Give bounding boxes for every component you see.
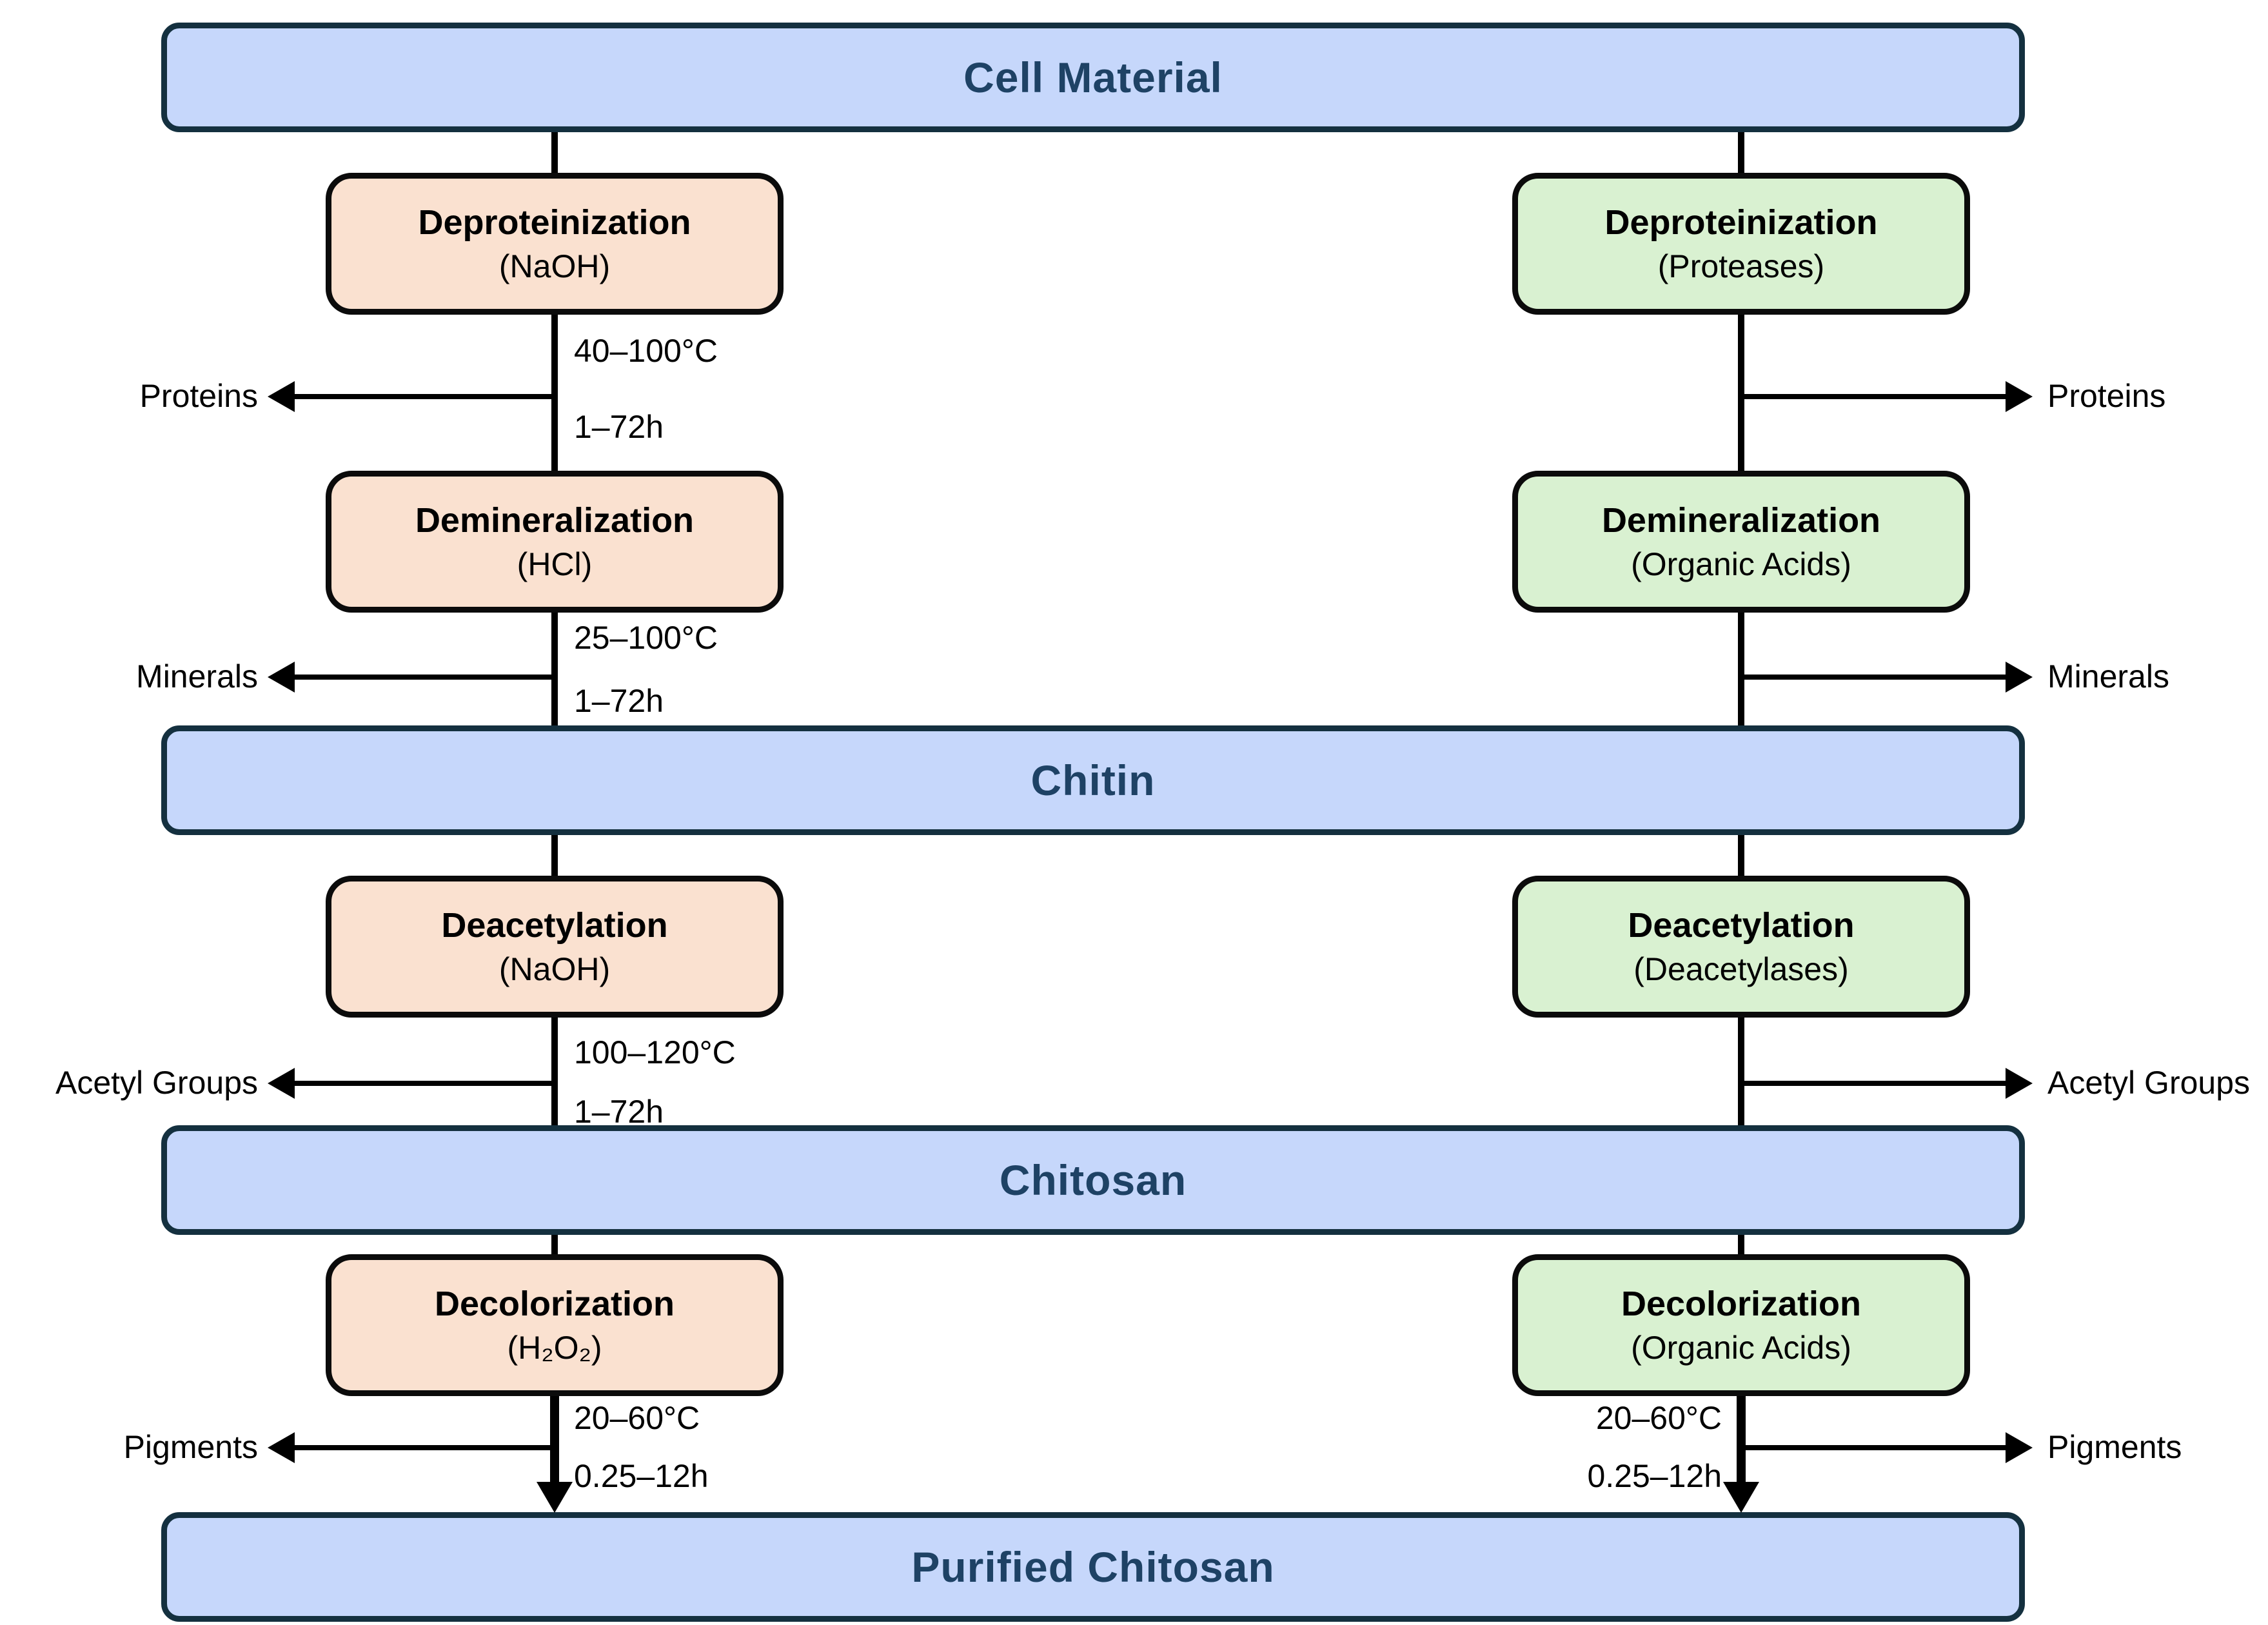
box-title: Deacetylation — [1628, 906, 1855, 945]
box-right-deacetylation: Deacetylation (Deacetylases) — [1512, 876, 1970, 1018]
box-left-deacetylation: Deacetylation (NaOH) — [326, 876, 784, 1018]
box-title: Demineralization — [1601, 501, 1881, 540]
box-right-demineralization: Demineralization (Organic Acids) — [1512, 471, 1970, 613]
arrowhead-left-icon — [268, 1432, 295, 1463]
connector-left-7 — [550, 1396, 559, 1486]
connector-left-5 — [551, 1018, 558, 1125]
byproduct-arrow-proteins — [293, 394, 558, 399]
time-label: 0.25–12h — [1587, 1458, 1722, 1494]
time-label: 1–72h — [574, 1094, 664, 1130]
box-left-deproteinization: Deproteinization (NaOH) — [326, 173, 784, 315]
byproduct-arrow-pigments — [293, 1445, 558, 1450]
banner-chitosan: Chitosan — [161, 1125, 2025, 1235]
banner-cell-material: Cell Material — [161, 23, 2025, 132]
box-right-decolorization: Decolorization (Organic Acids) — [1512, 1254, 1970, 1396]
byproduct-arrow-minerals — [1741, 675, 2006, 680]
banner-purified-chitosan: Purified Chitosan — [161, 1512, 2025, 1622]
arrowhead-left-icon — [268, 662, 295, 693]
box-reagent: (NaOH) — [498, 248, 611, 284]
connector-right-5 — [1738, 1018, 1744, 1125]
byproduct-label: Minerals — [136, 658, 258, 694]
box-reagent: (Organic Acids) — [1631, 1330, 1851, 1366]
box-right-deproteinization: Deproteinization (Proteases) — [1512, 173, 1970, 315]
arrowhead-left-icon — [268, 381, 295, 412]
box-title: Decolorization — [434, 1285, 675, 1323]
arrowhead-right-icon — [2006, 1432, 2033, 1463]
byproduct-label: Proteins — [2047, 378, 2166, 414]
temp-label: 20–60°C — [574, 1400, 700, 1436]
connector-left-6 — [551, 1235, 558, 1254]
byproduct-arrow-proteins — [1741, 394, 2006, 399]
connector-left-4 — [551, 835, 558, 876]
box-title: Decolorization — [1621, 1285, 1862, 1323]
connector-left-2 — [551, 315, 558, 471]
box-title: Deacetylation — [441, 906, 668, 945]
box-title: Deproteinization — [418, 203, 691, 242]
arrowhead-down-icon — [537, 1482, 573, 1513]
byproduct-label: Acetyl Groups — [2047, 1065, 2251, 1101]
time-label: 1–72h — [574, 683, 664, 719]
arrowhead-down-icon — [1723, 1482, 1759, 1513]
arrowhead-left-icon — [268, 1068, 295, 1099]
box-title: Deproteinization — [1604, 203, 1878, 242]
connector-right-2 — [1738, 315, 1744, 471]
temp-label: 20–60°C — [1595, 1400, 1722, 1436]
box-reagent: (Organic Acids) — [1631, 546, 1851, 582]
byproduct-label: Minerals — [2047, 658, 2169, 694]
box-title: Demineralization — [415, 501, 695, 540]
byproduct-label: Proteins — [139, 378, 258, 414]
connector-right-7 — [1737, 1396, 1746, 1486]
box-reagent: (H₂O₂) — [507, 1330, 602, 1366]
connector-left-3 — [551, 613, 558, 725]
box-left-decolorization: Decolorization (H₂O₂) — [326, 1254, 784, 1396]
byproduct-label: Pigments — [123, 1429, 258, 1465]
arrowhead-right-icon — [2006, 381, 2033, 412]
arrowhead-right-icon — [2006, 662, 2033, 693]
box-reagent: (Proteases) — [1657, 248, 1825, 284]
time-label: 0.25–12h — [574, 1458, 709, 1494]
connector-right-6 — [1738, 1235, 1744, 1254]
connector-right-4 — [1738, 835, 1744, 876]
box-reagent: (HCl) — [517, 546, 593, 582]
arrowhead-right-icon — [2006, 1068, 2033, 1099]
time-label: 1–72h — [574, 409, 664, 445]
box-reagent: (NaOH) — [498, 951, 611, 987]
temp-label: 100–120°C — [574, 1034, 736, 1070]
byproduct-arrow-acetyl — [1741, 1081, 2006, 1086]
connector-right-3 — [1738, 613, 1744, 725]
byproduct-label: Pigments — [2047, 1429, 2182, 1465]
byproduct-label: Acetyl Groups — [55, 1065, 258, 1101]
connector-right-1 — [1738, 132, 1744, 173]
temp-label: 25–100°C — [574, 620, 718, 656]
box-reagent: (Deacetylases) — [1633, 951, 1849, 987]
connector-left-1 — [551, 132, 558, 173]
banner-chitin: Chitin — [161, 725, 2025, 835]
box-left-demineralization: Demineralization (HCl) — [326, 471, 784, 613]
temp-label: 40–100°C — [574, 333, 718, 369]
byproduct-arrow-pigments — [1741, 1445, 2006, 1450]
byproduct-arrow-acetyl — [293, 1081, 558, 1086]
byproduct-arrow-minerals — [293, 675, 558, 680]
